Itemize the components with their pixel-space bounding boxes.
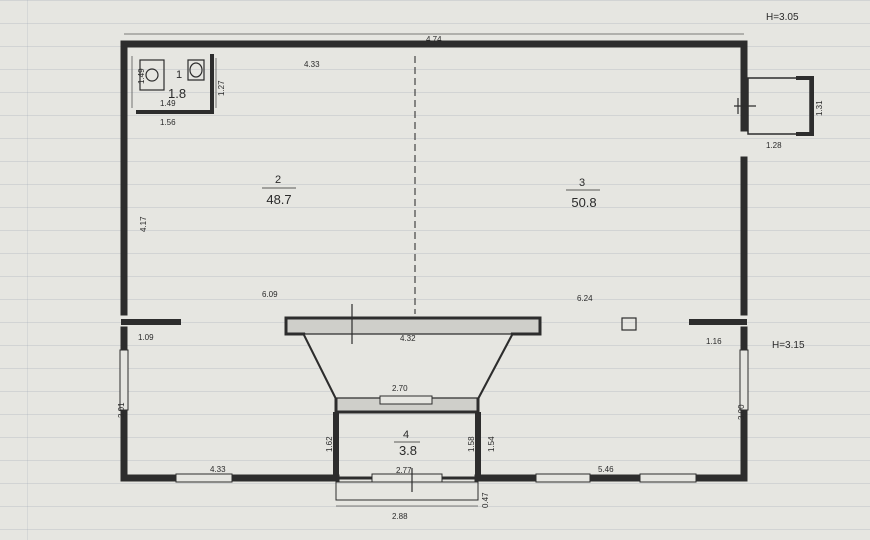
dim-bath-v-right: 1.27 [217,80,226,96]
porch [335,481,479,501]
dimension-lines [124,33,744,507]
windows [119,349,749,483]
dim-entry-right-a: 1.58 [467,436,476,452]
dim-left-upper: 4.17 [139,216,148,232]
height-label-top: H=3.05 [766,12,799,23]
room-1-area: 1.8 [168,86,186,101]
annex [747,76,814,136]
dim-top-overall: 4.74 [426,35,442,44]
room-1-number: 1 [176,69,182,81]
dim-room3-width: 6.24 [577,294,593,303]
room-3-area: 50.8 [571,195,596,210]
dim-entry-right-b: 1.54 [487,436,496,452]
dim-left-stub: 1.09 [138,333,154,342]
dim-right-lower: 3.00 [737,404,746,420]
dim-bath-v-left: 1.49 [137,68,146,84]
dim-room2-width: 6.09 [262,290,278,299]
dim-top-inner: 4.33 [304,60,320,69]
dim-porch-width: 2.88 [392,512,408,521]
dim-left-lower: 3.01 [117,402,126,418]
dim-right-stub: 1.16 [706,337,722,346]
dim-bay-bottom: 2.70 [392,384,408,393]
dim-bottom-mid: 2.77 [396,466,412,475]
dim-bottom-left: 4.33 [210,465,226,474]
bathroom [136,54,214,114]
outer-wall-top [120,40,748,132]
dim-annex-height: 1.31 [815,100,824,116]
dim-bath-inner-w: 1.49 [160,99,176,108]
dim-bath-outer-w: 1.56 [160,118,176,127]
dim-entry-left: 1.62 [325,436,334,452]
dim-annex-width: 1.28 [766,141,782,150]
room-4-area: 3.8 [399,443,417,458]
dim-bottom-right: 5.46 [598,465,614,474]
room-2-area: 48.7 [266,192,291,207]
room-4-number: 4 [403,429,409,441]
dim-bay-top: 4.32 [400,334,416,343]
dim-porch-depth: 0.47 [481,492,490,508]
height-label-right: H=3.15 [772,340,805,351]
room-2-number: 2 [275,174,281,186]
bay-alcove [284,316,542,414]
column-square [621,317,637,331]
marks [351,98,756,492]
room-3-number: 3 [579,177,585,189]
